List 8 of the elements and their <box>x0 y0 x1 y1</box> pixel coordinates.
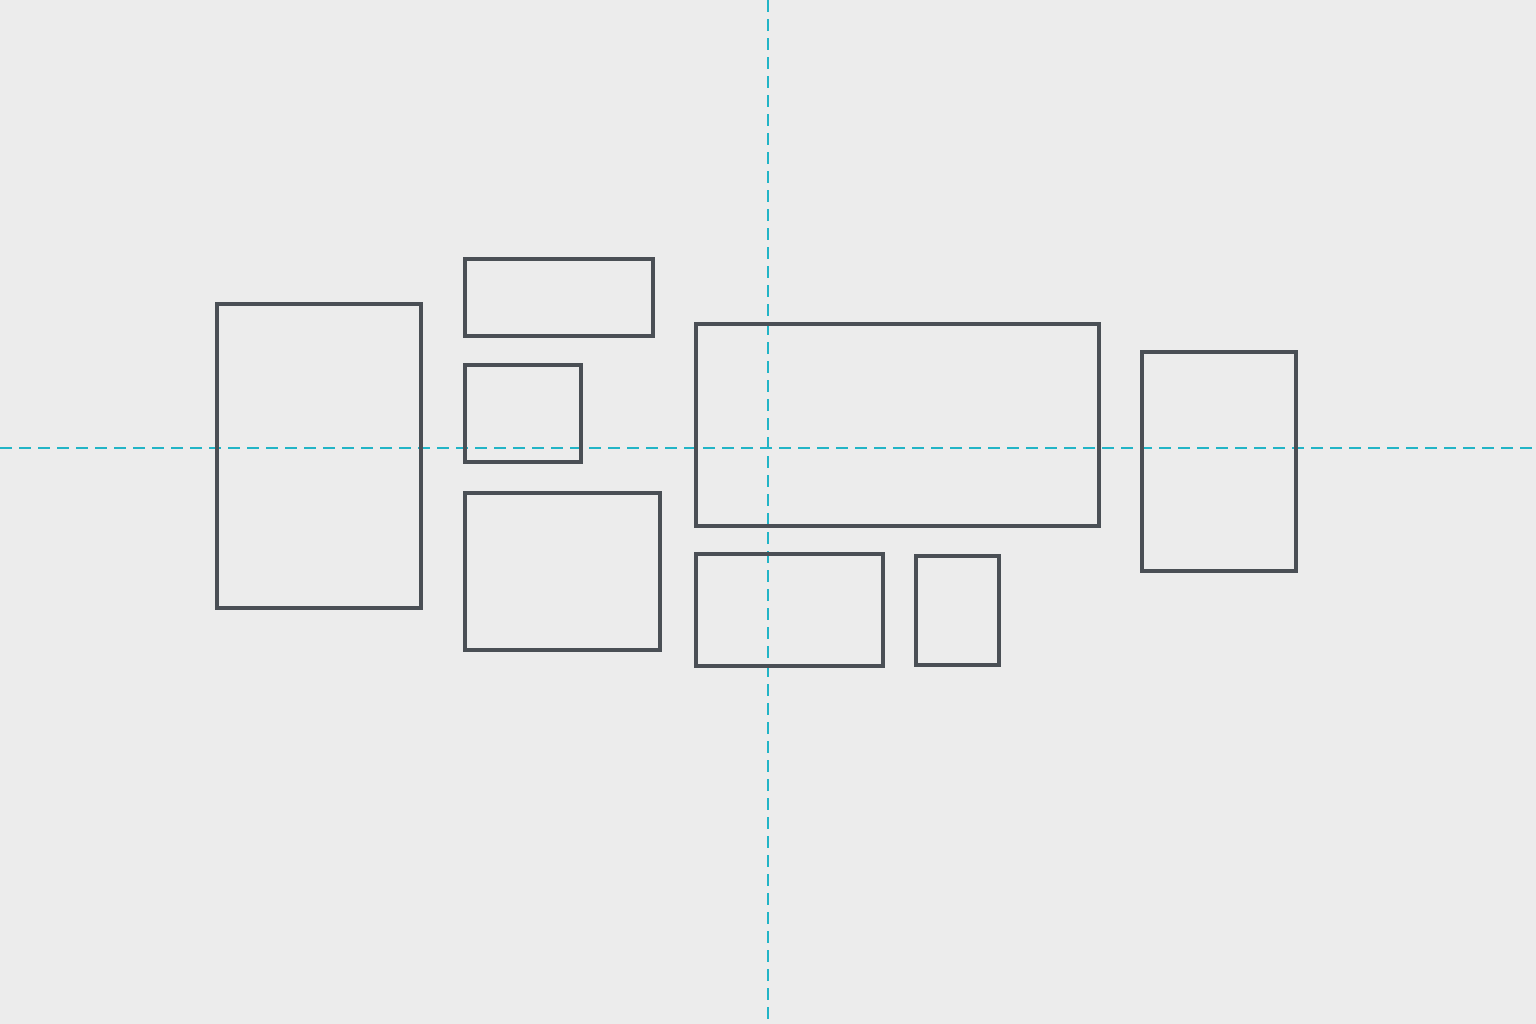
frame-outline <box>694 552 885 668</box>
frame-outline <box>694 322 1101 528</box>
frame-outline <box>215 302 423 610</box>
frame-outline <box>463 257 655 338</box>
frame-outline <box>463 491 662 652</box>
frame-outline <box>1140 350 1298 573</box>
frame-outline <box>463 363 583 464</box>
frame-outline <box>914 554 1001 667</box>
